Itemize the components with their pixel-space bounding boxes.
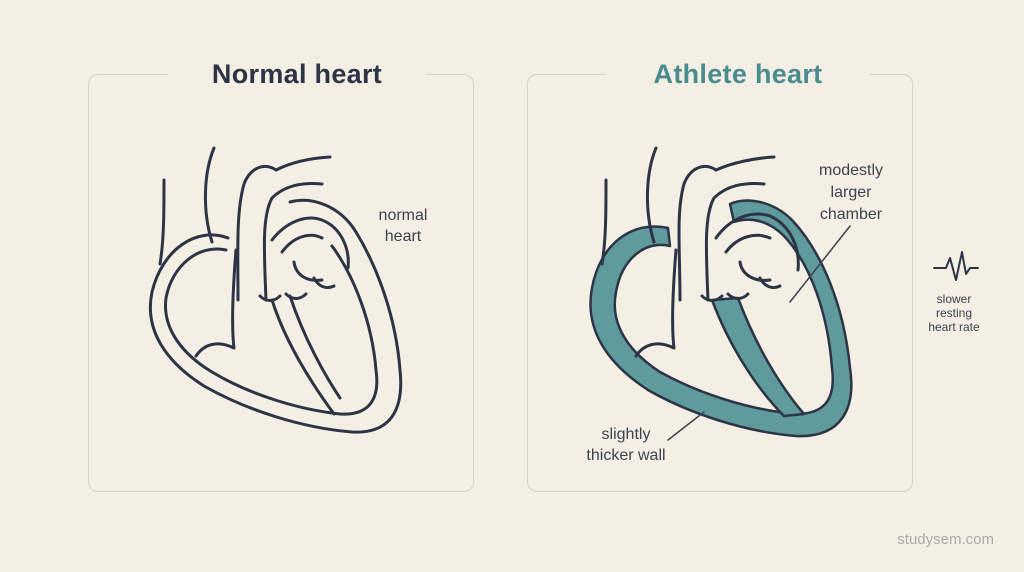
athlete-thick-wall — [589, 199, 853, 438]
side-note-line-1: slower — [936, 292, 972, 306]
chamber-label-line-2: larger — [830, 184, 872, 201]
athlete-great-vessel — [704, 182, 766, 302]
athlete-thick-septum — [710, 296, 806, 418]
athlete-pulmonary-artery — [714, 155, 776, 172]
watermark: studysem.com — [897, 531, 994, 548]
wall-leader-line — [667, 411, 705, 441]
normal-heart-label-line-1: normal — [378, 207, 428, 224]
normal-septum — [270, 298, 336, 416]
normal-left-ventricle-inner — [280, 233, 324, 254]
athlete-left-ventricle — [714, 212, 800, 272]
normal-heart-title: Normal heart — [168, 56, 426, 92]
normal-heart-outer-wall — [148, 198, 403, 434]
resting-heart-rate-note: slower resting heart rate — [918, 292, 990, 334]
normal-right-atrium — [194, 248, 238, 358]
athlete-papillary — [738, 260, 772, 282]
normal-heart-label: normal heart — [368, 205, 438, 247]
normal-heart-label-line-2: heart — [384, 228, 422, 245]
normal-heart-inner-wall — [164, 244, 379, 416]
chamber-leader-line — [789, 225, 851, 303]
athlete-aorta — [677, 165, 718, 302]
heartbeat-pulse-icon — [933, 251, 979, 281]
normal-vena-cava — [158, 178, 166, 266]
athlete-right-atrium — [634, 248, 678, 358]
normal-septum-inner — [288, 294, 342, 400]
normal-valve — [258, 276, 336, 302]
side-note-line-3: heart rate — [928, 320, 980, 334]
normal-pulmonary-artery — [274, 155, 332, 172]
athlete-vessel-arch — [646, 146, 658, 244]
thicker-wall-label: slightly thicker wall — [570, 424, 682, 466]
chamber-label-line-1: modestly — [818, 162, 884, 179]
chamber-label-line-3: chamber — [819, 206, 883, 223]
athlete-left-ventricle-inner — [724, 233, 772, 254]
athlete-heart-drawing — [589, 146, 853, 441]
athlete-heart-title: Athlete heart — [606, 56, 870, 92]
side-note-line-2: resting — [935, 306, 973, 320]
normal-left-ventricle — [270, 216, 350, 270]
wall-label-line-2: thicker wall — [586, 447, 666, 464]
normal-great-vessel — [262, 182, 324, 302]
normal-aorta — [236, 165, 278, 302]
normal-papillary — [292, 260, 324, 282]
wall-label-line-1: slightly — [601, 426, 651, 443]
normal-heart-drawing — [148, 146, 403, 434]
larger-chamber-label: modestly larger chamber — [806, 160, 896, 226]
normal-vessel-arch — [204, 146, 216, 244]
athlete-vena-cava — [600, 178, 608, 266]
